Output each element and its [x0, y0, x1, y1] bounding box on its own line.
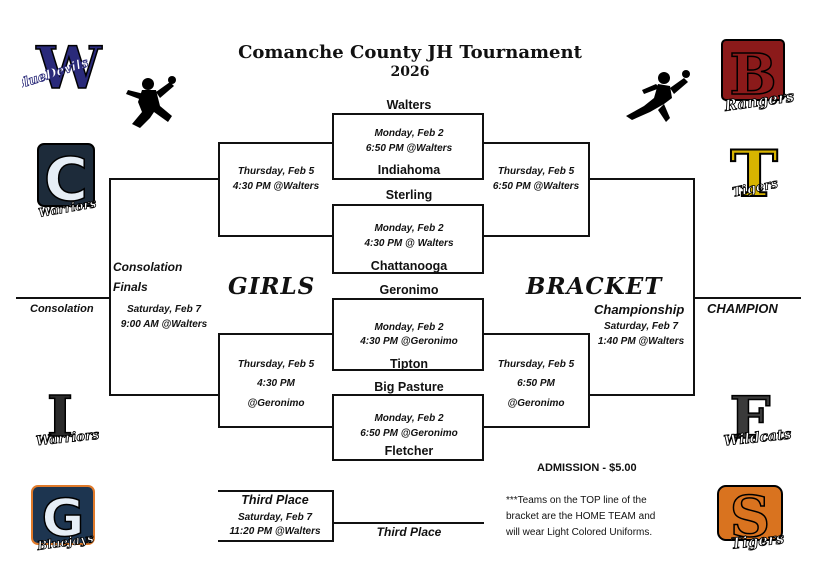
admission-price: ADMISSION - $5.00: [537, 462, 637, 474]
tigers-s-logo-icon: S Tigers: [717, 483, 786, 553]
qf2-time: 4:30 PM @ Walters: [364, 238, 454, 249]
qf4-date: Monday, Feb 2: [374, 413, 444, 424]
qf2-top-team: Sterling: [385, 188, 433, 202]
bluedevils-letter: W: [35, 38, 102, 96]
qf1-time: 6:50 PM @Walters: [365, 143, 453, 154]
qf4-bottom-team: Fletcher: [384, 444, 434, 458]
tigers-t-logo-icon: T Tigers: [729, 138, 780, 212]
warriors-i-logo-icon: I Warriors: [35, 386, 101, 450]
third-place-time: 11:20 PM @Walters: [229, 526, 321, 537]
qf1-date: Monday, Feb 2: [374, 128, 444, 139]
championship-label: Championship: [594, 302, 685, 317]
champ-semi2-site: @Geronimo: [507, 398, 565, 409]
softball-player-left-icon: [126, 76, 176, 128]
home-team-note: ***Teams on the TOP line of the bracket …: [506, 493, 655, 541]
wildcats-script: Wildcats: [723, 427, 792, 450]
qf2-bottom-team: Chattanooga: [370, 259, 448, 273]
cons-semi1-time: 4:30 PM @Walters: [232, 181, 320, 192]
champ-semi1-time: 6:50 PM @Walters: [492, 181, 580, 192]
qf3-top-team: Geronimo: [379, 283, 439, 297]
tournament-title: Comanche County JH Tournament: [238, 42, 582, 63]
tigers-s-letter: S: [730, 484, 770, 550]
note-line-1: ***Teams on the TOP line of the: [506, 495, 647, 506]
qf4-top-team: Big Pasture: [374, 380, 444, 394]
warriors-c-logo-icon: C Warriors: [37, 143, 98, 220]
warriors-i-script: Warriors: [35, 428, 100, 450]
championship-time: 1:40 PM @Walters: [597, 336, 685, 347]
consolation-finals-label: Consolation: [113, 260, 183, 274]
champion-result: CHAMPION: [707, 301, 778, 316]
cons-semi1-date: Thursday, Feb 5: [237, 166, 315, 177]
consolation-finals-label2: Finals: [113, 280, 148, 294]
cons-semi2-date: Thursday, Feb 5: [237, 359, 315, 370]
note-line-2: bracket are the HOME TEAM and: [506, 511, 656, 522]
rangers-logo-icon: B Rangers: [721, 39, 796, 115]
tigers-s-script: Tigers: [730, 529, 785, 553]
note-line-3: will wear Light Colored Uniforms.: [506, 527, 653, 538]
champ-semi1-date: Thursday, Feb 5: [497, 166, 575, 177]
girls-heading: GIRLS: [228, 273, 316, 300]
qf4-time: 6:50 PM @Geronimo: [360, 428, 458, 439]
qf3-bottom-team: Tipton: [390, 357, 428, 371]
rangers-letter: B: [729, 42, 776, 108]
qf2-date: Monday, Feb 2: [374, 223, 444, 234]
qf1-bottom-team: Indiahoma: [377, 163, 441, 177]
cons-semi2-time: 4:30 PM: [257, 378, 295, 389]
championship-date: Saturday, Feb 7: [603, 321, 679, 332]
wildcats-logo-icon: F Wildcats: [723, 386, 793, 452]
third-place-label: Third Place: [241, 493, 309, 507]
consolation-result: Consolation: [30, 303, 94, 315]
wildcats-letter: F: [729, 386, 770, 452]
third-place-date: Saturday, Feb 7: [237, 512, 313, 523]
softball-player-right-icon: [626, 70, 690, 122]
cons-semi2-site: @Geronimo: [247, 398, 305, 409]
warriors-c-letter: C: [44, 145, 88, 215]
third-place-result: Third Place: [376, 525, 442, 539]
qf3-date: Monday, Feb 2: [374, 322, 444, 333]
champ-semi2-time: 6:50 PM: [517, 378, 555, 389]
tournament-year: 2026: [390, 64, 430, 80]
tigers-t-letter: T: [730, 138, 778, 212]
warriors-i-letter: I: [47, 386, 73, 450]
bracket-heading: BRACKET: [526, 273, 663, 300]
consolation-final-date: Saturday, Feb 7: [126, 304, 202, 315]
qf1-top-team: Walters: [386, 98, 432, 112]
bluedevils-logo-icon: W BlueDevils: [22, 38, 106, 96]
champ-semi2-date: Thursday, Feb 5: [497, 359, 575, 370]
bluejays-letter: G: [42, 489, 85, 549]
qf3-time: 4:30 PM @Geronimo: [360, 336, 458, 347]
consolation-final-time: 9:00 AM @Walters: [120, 319, 208, 330]
bluejays-logo-icon: G Bluejays: [31, 485, 95, 553]
